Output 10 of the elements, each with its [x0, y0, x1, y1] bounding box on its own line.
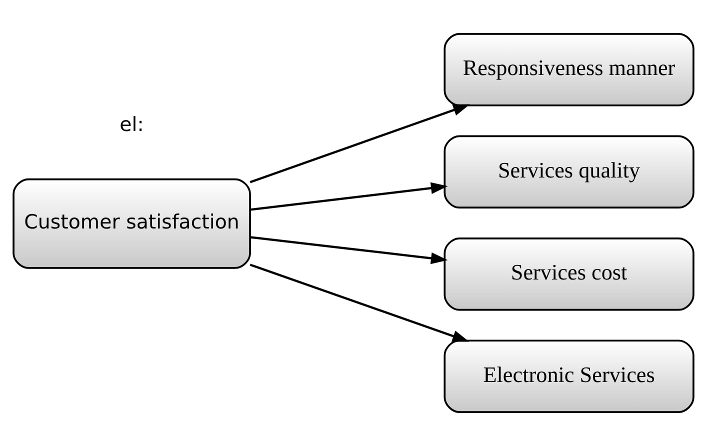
- node-box: Responsiveness manner: [444, 33, 694, 106]
- arrow: [250, 104, 470, 184]
- node-box: Electronic Services: [444, 340, 694, 413]
- node-box: Services quality: [444, 135, 694, 209]
- node-box: Services cost: [444, 237, 694, 311]
- arrow: [250, 264, 470, 342]
- arrow: [250, 236, 448, 264]
- label: el:: [120, 112, 144, 136]
- node-box: Customer satisfaction: [12, 178, 251, 269]
- arrow: [250, 182, 448, 211]
